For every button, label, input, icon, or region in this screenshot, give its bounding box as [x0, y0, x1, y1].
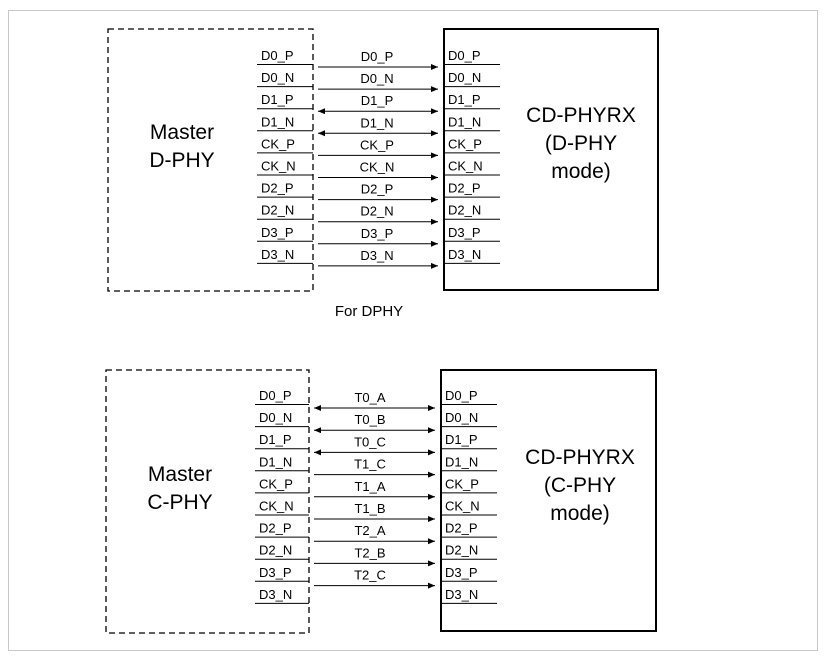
signal-wire-label: T1_A	[354, 479, 385, 494]
master-pin-label: CK_N	[261, 159, 296, 174]
signal-wire-label: T1_C	[354, 457, 386, 472]
master-dphy-title-line2: D-PHY	[149, 149, 214, 172]
master-pin-label: D0_P	[261, 48, 294, 63]
signal-wire-label: D0_P	[361, 49, 394, 64]
receiver-pin-label: D2_N	[448, 203, 481, 218]
dphy-diagram: Master D-PHY CD-PHYRX (D-PHY mode) D0_PD…	[107, 28, 659, 292]
receiver-pin-label: D0_P	[445, 388, 478, 403]
master-dphy-title-line1: Master	[150, 121, 214, 144]
signal-wire-label: T2_C	[354, 568, 386, 583]
receiver-dphy-title-line2: (D-PHY	[545, 132, 617, 155]
master-pin-label: D2_N	[261, 203, 294, 218]
signal-wire-label: T0_A	[354, 390, 385, 405]
dphy-caption: For DPHY	[335, 303, 403, 320]
receiver-cphy-pins: D0_P D0_N D1_P D1_N CK_P CK_N D2_P D2_N D3_P D3_N	[441, 388, 497, 604]
receiver-pin-label: CK_P	[448, 136, 482, 151]
master-pin-label: D2_N	[259, 543, 292, 558]
receiver-pin-label: D1_P	[445, 432, 478, 447]
receiver-dphy-title-line1: CD-PHYRX	[526, 104, 636, 127]
master-cphy-pins: D0_P D0_N D1_P D1_N CK_P CK_N D2_P D2_N D3_P D3_N	[255, 388, 309, 604]
master-pin-label: CK_N	[259, 499, 294, 514]
receiver-pin-label: CK_N	[445, 499, 480, 514]
receiver-pin-label: D3_P	[445, 565, 478, 580]
receiver-dphy-pins: D0_P D0_N D1_P D1_N CK_P CK_N D2_P D2_N D3_P D3_N	[444, 48, 500, 264]
signal-wire-label: T0_B	[354, 412, 385, 427]
receiver-pin-label: D0_P	[448, 48, 481, 63]
master-pin-label: D2_P	[259, 521, 292, 536]
master-cphy-box	[105, 369, 310, 634]
receiver-dphy-box	[443, 28, 659, 291]
signal-wire-label: D3_N	[360, 248, 393, 263]
master-dphy-pins: D0_P D0_N D1_P D1_N CK_P CK_N D2_P D2_N D3_P D3_N	[257, 48, 313, 264]
receiver-pin-label: D2_P	[448, 181, 481, 196]
master-pin-label: D3_P	[261, 225, 294, 240]
receiver-pin-label: D1_P	[448, 92, 481, 107]
signal-wire-label: CK_N	[360, 160, 395, 175]
master-pin-label: D2_P	[261, 181, 294, 196]
master-pin-label: D1_N	[261, 114, 294, 129]
receiver-pin-label: D3_N	[448, 247, 481, 262]
master-pin-label: D0_N	[259, 410, 292, 425]
signal-wire-label: D2_P	[361, 182, 394, 197]
master-cphy-title-line2: C-PHY	[147, 491, 212, 514]
signal-wire-label: D2_N	[360, 204, 393, 219]
receiver-pin-label: CK_N	[448, 159, 483, 174]
receiver-cphy-title-line2: (C-PHY	[544, 474, 616, 497]
signal-wire-label: T2_B	[354, 545, 385, 560]
master-pin-label: D0_N	[261, 70, 294, 85]
receiver-cphy-title-line1: CD-PHYRX	[525, 446, 635, 469]
signal-wire-label: T1_B	[354, 501, 385, 516]
master-pin-label: CK_P	[259, 476, 293, 491]
dphy-wires: D0_P D0_N D1_P D1_N CK_P CK_N D2_P D2_N D3_P D3_N	[318, 49, 438, 269]
signal-wire-label: CK_P	[360, 137, 394, 152]
master-pin-label: D3_N	[261, 247, 294, 262]
receiver-pin-label: D1_N	[445, 454, 478, 469]
signal-wire-label: T0_C	[354, 434, 386, 449]
outer-border	[8, 10, 818, 651]
receiver-pin-label: D0_N	[445, 410, 478, 425]
master-pin-label: D3_P	[259, 565, 292, 580]
receiver-pin-label: CK_P	[445, 476, 479, 491]
signal-wire-label: D0_N	[360, 71, 393, 86]
master-pin-label: D0_P	[259, 388, 292, 403]
signal-wire-label: D1_P	[361, 93, 394, 108]
receiver-pin-label: D3_N	[445, 587, 478, 602]
signal-wire-label: D3_P	[361, 226, 394, 241]
cphy-diagram: Master C-PHY CD-PHYRX (C-PHY mode) D0_PD…	[105, 369, 657, 634]
master-pin-label: D1_P	[261, 92, 294, 107]
cphy-wires: T0_A T0_B T0_C T1_C T1_A T1_B T2_A T2_B T2_C	[314, 390, 435, 589]
master-pin-label: D3_N	[259, 587, 292, 602]
master-dphy-box	[107, 28, 314, 292]
receiver-pin-label: D2_P	[445, 521, 478, 536]
receiver-pin-label: D1_N	[448, 114, 481, 129]
receiver-pin-label: D3_P	[448, 225, 481, 240]
receiver-cphy-title-line3: mode)	[550, 502, 610, 525]
receiver-pin-label: D2_N	[445, 543, 478, 558]
signal-wire-label: T2_A	[354, 523, 385, 538]
master-pin-label: CK_P	[261, 136, 295, 151]
signal-wire-label: D1_N	[360, 115, 393, 130]
master-cphy-title-line1: Master	[148, 463, 212, 486]
master-pin-label: D1_P	[259, 432, 292, 447]
receiver-pin-label: D0_N	[448, 70, 481, 85]
receiver-dphy-title-line3: mode)	[551, 160, 611, 183]
receiver-cphy-box	[440, 369, 657, 632]
master-pin-label: D1_N	[259, 454, 292, 469]
